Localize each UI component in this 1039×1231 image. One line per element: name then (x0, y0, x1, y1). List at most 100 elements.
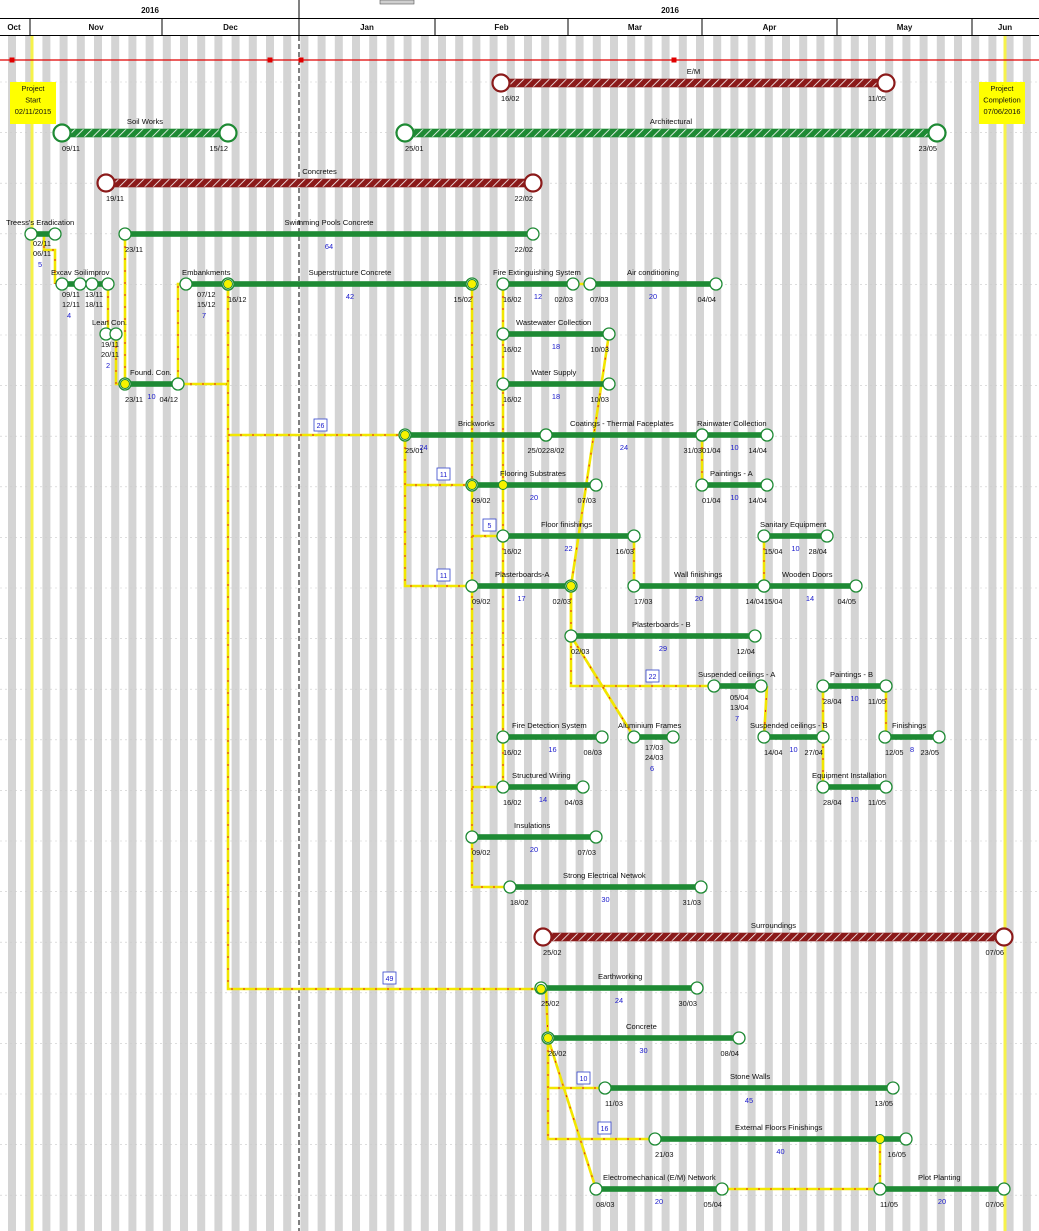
bar-node[interactable] (707, 679, 721, 693)
bar-node[interactable] (496, 529, 510, 543)
bar-node[interactable] (496, 377, 510, 391)
bar-body[interactable] (502, 331, 610, 337)
bar-paintA[interactable] (695, 478, 774, 492)
bar-body[interactable] (471, 834, 597, 840)
bar-node[interactable] (539, 428, 553, 442)
bar-node[interactable] (994, 927, 1014, 947)
bar-node[interactable] (395, 123, 415, 143)
bar-plastB[interactable] (564, 629, 762, 643)
bar-node[interactable] (85, 277, 99, 291)
bar-fire[interactable] (496, 277, 580, 291)
bar-body[interactable] (61, 128, 229, 138)
bar-rain[interactable] (695, 428, 774, 442)
bar-node[interactable] (757, 529, 771, 543)
bar-node[interactable] (171, 377, 185, 391)
bar-body[interactable] (595, 1186, 723, 1192)
bar-node[interactable] (602, 377, 616, 391)
bar-wiring[interactable] (496, 780, 590, 794)
bar-node[interactable] (690, 981, 704, 995)
bar-node[interactable] (732, 1031, 746, 1045)
bar-body[interactable] (763, 583, 857, 589)
bar-extfloor[interactable] (648, 1132, 913, 1146)
bar-air[interactable] (583, 277, 723, 291)
bar-strong[interactable] (503, 880, 708, 894)
bar-node[interactable] (52, 123, 72, 143)
bar-arch[interactable] (395, 123, 947, 143)
bar-node[interactable] (760, 428, 774, 442)
bar-node[interactable] (816, 679, 830, 693)
bar-body[interactable] (822, 683, 887, 689)
bar-node[interactable] (589, 1182, 603, 1196)
bar-body[interactable] (570, 633, 756, 639)
bar-em[interactable] (491, 73, 896, 93)
bar-node[interactable] (816, 730, 830, 744)
bar-soil[interactable] (52, 123, 238, 143)
bar-body[interactable] (124, 231, 534, 237)
bar-body[interactable] (502, 381, 610, 387)
bar-node[interactable] (648, 1132, 662, 1146)
bar-suspA[interactable] (707, 679, 768, 693)
bar-node[interactable] (496, 730, 510, 744)
bar-node[interactable] (757, 579, 771, 593)
bar-node[interactable] (576, 780, 590, 794)
bar-node[interactable] (218, 123, 238, 143)
bar-node[interactable] (96, 173, 116, 193)
bar-tree[interactable] (24, 227, 62, 241)
bar-alu[interactable] (627, 730, 680, 744)
bar-node[interactable] (760, 478, 774, 492)
bar-node[interactable] (627, 730, 641, 744)
bar-finish[interactable] (878, 730, 946, 744)
bar-node[interactable] (503, 880, 517, 894)
bar-exc[interactable] (55, 277, 87, 291)
bar-node[interactable] (754, 679, 768, 693)
bar-body[interactable] (404, 128, 938, 138)
bar-node[interactable] (816, 780, 830, 794)
bar-body[interactable] (502, 734, 603, 740)
bar-node[interactable] (526, 227, 540, 241)
bar-stone[interactable] (598, 1081, 900, 1095)
bar-node[interactable] (886, 1081, 900, 1095)
bar-node[interactable] (566, 277, 580, 291)
bar-node[interactable] (879, 780, 893, 794)
bar-body[interactable] (502, 533, 635, 539)
bar-surroundings[interactable] (533, 927, 1014, 947)
bar-node[interactable] (55, 277, 69, 291)
bar-node[interactable] (564, 629, 578, 643)
bar-node[interactable] (997, 1182, 1011, 1196)
bar-node[interactable] (748, 629, 762, 643)
bar-node[interactable] (465, 579, 479, 593)
bar-node[interactable] (873, 1182, 887, 1196)
bar-node[interactable] (932, 730, 946, 744)
bar-node[interactable] (709, 277, 723, 291)
bar-node[interactable] (695, 428, 709, 442)
bar-node[interactable] (589, 830, 603, 844)
bar-body[interactable] (879, 1186, 1005, 1192)
bar-body[interactable] (763, 533, 828, 539)
bar-node[interactable] (899, 1132, 913, 1146)
bar-body[interactable] (545, 432, 703, 438)
bar-sanit[interactable] (757, 529, 834, 543)
bar-node[interactable] (523, 173, 543, 193)
bar-node[interactable] (101, 277, 115, 291)
bar-body[interactable] (502, 784, 584, 790)
bar-body[interactable] (471, 583, 572, 589)
bar-body[interactable] (654, 1136, 907, 1142)
bar-node[interactable] (627, 579, 641, 593)
bar-node[interactable] (595, 730, 609, 744)
bar-node[interactable] (878, 730, 892, 744)
bar-node[interactable] (695, 478, 709, 492)
bar-waste[interactable] (496, 327, 616, 341)
bar-node[interactable] (589, 478, 603, 492)
bar-node[interactable] (24, 227, 38, 241)
bar-body[interactable] (542, 932, 1005, 942)
bar-node[interactable] (465, 830, 479, 844)
bar-body[interactable] (884, 734, 940, 740)
bar-node[interactable] (876, 73, 896, 93)
bar-node[interactable] (879, 679, 893, 693)
bar-node[interactable] (73, 277, 87, 291)
bar-node[interactable] (496, 277, 510, 291)
bar-body[interactable] (701, 482, 768, 488)
scroll-thumb[interactable] (379, 0, 415, 5)
bar-body[interactable] (540, 985, 698, 991)
bar-node[interactable] (179, 277, 193, 291)
